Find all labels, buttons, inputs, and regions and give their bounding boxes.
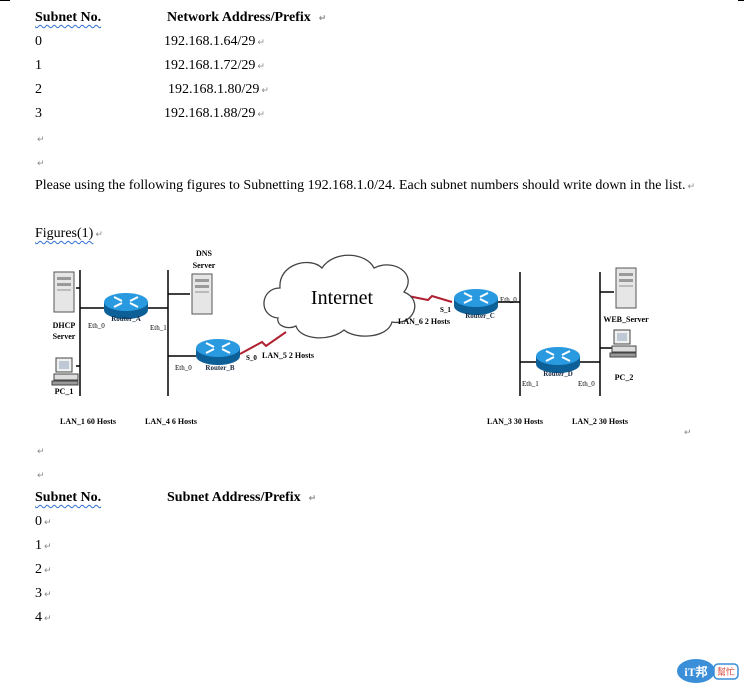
- dhcp-server-icon: [53, 271, 75, 313]
- lan2-label: LAN_2 30 Hosts: [572, 417, 628, 426]
- page-corner-mark: [0, 0, 10, 5]
- table2-col2-header: Subnet Address/Prefix↵: [167, 490, 317, 505]
- table2-row-0: 0↵: [35, 514, 52, 529]
- table1-row-1-addr: 192.168.1.72/29↵: [164, 58, 265, 73]
- router-b-s0-label: S_0: [246, 354, 257, 362]
- router-a-eth0-label: Eth_0: [88, 322, 105, 330]
- serial-link-lan5: [239, 331, 287, 355]
- pc2-label: PC_2: [615, 373, 634, 382]
- router-d-eth1-label: Eth_1: [522, 380, 539, 388]
- dhcp-label-2: Server: [53, 332, 76, 341]
- ithome-logo: iT邦 幫忙: [677, 659, 739, 683]
- table2-row-3: 3↵: [35, 586, 52, 601]
- table2-row-1: 1↵: [35, 538, 52, 553]
- table2-row-2: 2↵: [35, 562, 52, 577]
- lan5-label: LAN_5 2 Hosts: [262, 351, 314, 360]
- router-a-label: Router_A: [111, 315, 141, 323]
- dns-label-2: Server: [193, 261, 216, 270]
- router-b-eth0-label: Eth_0: [175, 364, 192, 372]
- dns-label-1: DNS: [196, 249, 213, 258]
- web-server-icon: [615, 267, 637, 309]
- logo-text: iT邦: [684, 664, 707, 679]
- figures-label: Figures(1)↵: [35, 226, 103, 241]
- web-server-label: WEB_Server: [603, 315, 649, 324]
- lan1-label: LAN_1 60 Hosts: [60, 417, 116, 426]
- router-b-icon: [195, 338, 241, 366]
- table1-col1-header: Subnet No.: [35, 10, 102, 25]
- empty-paragraph: ↵: [37, 471, 45, 481]
- empty-paragraph: ↵: [37, 135, 45, 145]
- lan6-label: LAN_6 2 Hosts: [398, 317, 450, 326]
- table1-col2-header: Network Address/Prefix↵: [167, 10, 327, 25]
- internet-cloud-icon: [263, 254, 416, 339]
- table1-row-2-no: 2: [35, 82, 42, 97]
- internet-label: Internet: [311, 287, 374, 309]
- router-c-s1-label: S_1: [440, 306, 451, 314]
- router-c-eth0-label: Eth_0: [500, 296, 517, 304]
- instruction-paragraph: Please using the following figures to Su…: [35, 178, 696, 193]
- router-a-eth1-label: Eth_1: [150, 324, 167, 332]
- table2-row-4: 4↵: [35, 610, 52, 625]
- diagram-paragraph-mark: ↵: [684, 428, 692, 438]
- table1-row-0-addr: 192.168.1.64/29↵: [164, 34, 265, 49]
- table2-header: Subnet No.: [35, 490, 101, 506]
- table2-col1-header: Subnet No.: [35, 490, 102, 505]
- logo-subtext: 幫忙: [717, 666, 735, 677]
- router-d-label: Router_D: [543, 370, 573, 378]
- table1-row-3-no: 3: [35, 106, 42, 121]
- empty-paragraph: ↵: [37, 447, 45, 457]
- pc2-icon: [609, 329, 637, 358]
- pc1-label: PC_1: [55, 387, 74, 396]
- table1-row-3-addr: 192.168.1.88/29↵: [164, 106, 265, 121]
- table1-row-1-no: 1: [35, 58, 42, 73]
- table1-row-2-addr: 192.168.1.80/29↵: [168, 82, 269, 97]
- dhcp-label-1: DHCP: [53, 321, 76, 330]
- table1-row-0-no: 0: [35, 34, 42, 49]
- empty-paragraph: ↵: [37, 159, 45, 169]
- router-c-label: Router_C: [465, 312, 495, 320]
- pc1-icon: [51, 357, 79, 386]
- router-d-eth0-label: Eth_0: [578, 380, 595, 388]
- page-corner-mark-right: [738, 0, 744, 5]
- table1-header: Subnet No.: [35, 10, 101, 26]
- lan3-label: LAN_3 30 Hosts: [487, 417, 543, 426]
- lan4-label: LAN_4 6 Hosts: [145, 417, 197, 426]
- network-diagram: Internet DNS Server DHCP Server PC_1 PC_…: [51, 249, 649, 426]
- serial-link-lan6: [407, 294, 453, 303]
- dns-server-icon: [191, 273, 213, 315]
- router-b-label: Router_B: [205, 364, 234, 372]
